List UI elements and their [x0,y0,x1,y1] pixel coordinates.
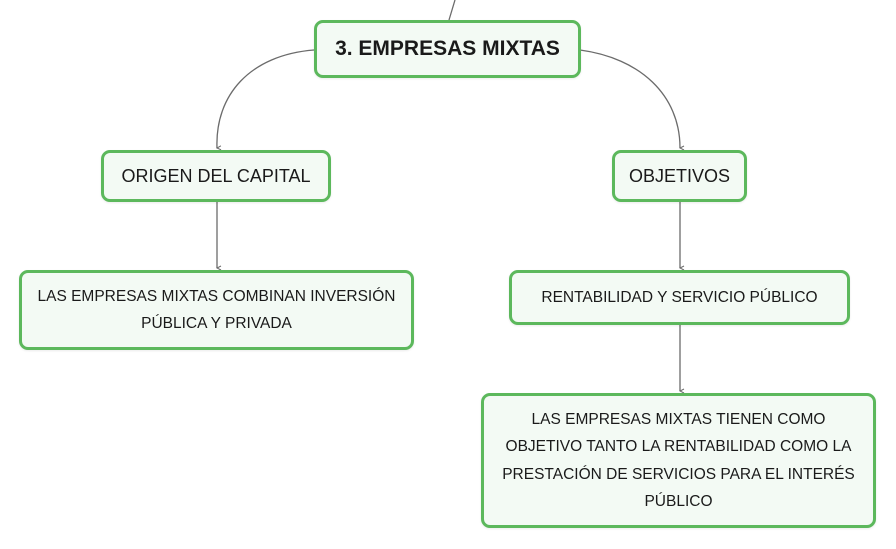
root-node[interactable]: 3. EMPRESAS MIXTAS [314,20,581,78]
branch-node-objetivos[interactable]: OBJETIVOS [612,150,747,202]
leaf-node-rentabilidad-servicio[interactable]: RENTABILIDAD Y SERVICIO PÚBLICO [509,270,850,325]
connector-parent-to-root [448,0,456,21]
leaf-node-objetivo-detalle[interactable]: LAS EMPRESAS MIXTAS TIENEN COMO OBJETIVO… [481,393,876,528]
connector-root-to-origen [217,49,315,148]
leaf-node-inversion-publica-privada[interactable]: LAS EMPRESAS MIXTAS COMBINAN INVERSIÓN P… [19,270,414,350]
branch-node-origen-del-capital[interactable]: ORIGEN DEL CAPITAL [101,150,331,202]
connector-root-to-objetivos [579,49,680,148]
